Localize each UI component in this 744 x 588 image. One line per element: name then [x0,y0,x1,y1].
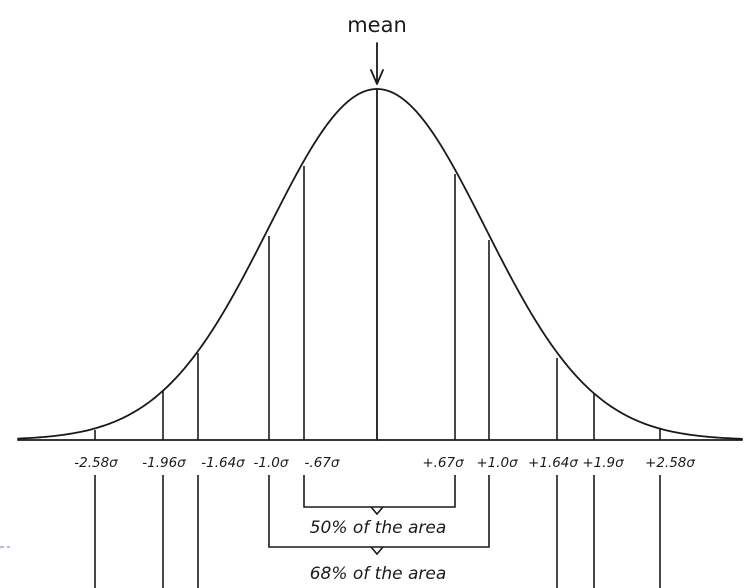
tick-label-p164: +1.64σ [528,455,578,471]
mean-label: mean [347,13,407,37]
bracket-68-label: 68% of the area [310,564,447,584]
bracket-50-percent: 50% of the area [303,475,456,538]
bell-curve [17,88,743,440]
tick-label-p067: +.67σ [422,455,464,471]
bracket-50-notch [370,506,384,516]
bracket-68-notch [370,546,384,556]
tick-label-p196: +1.9σ [582,455,624,471]
bracket-50-outline [303,475,456,508]
tick-label-p258: +2.58σ [645,455,695,471]
mean-arrow-head [370,69,384,85]
bracket-50-label: 50% of the area [310,518,447,538]
tick-label-p10: +1.0σ [476,455,518,471]
tick-labels: -2.58σ -1.96σ -1.64σ -1.0σ -.67σ +.67σ +… [74,455,695,471]
tick-label-m164: -1.64σ [201,455,245,471]
tick-label-m10: -1.0σ [254,455,289,471]
sigma-lines [94,166,661,440]
tick-label-m196: -1.96σ [142,455,186,471]
tick-label-m258: -2.58σ [74,455,118,471]
lower-extension-lines [94,475,661,588]
bracket-68-outline [268,475,490,548]
bracket-68-percent: 68% of the area [268,475,490,584]
tick-label-m067: -.67σ [305,455,340,471]
